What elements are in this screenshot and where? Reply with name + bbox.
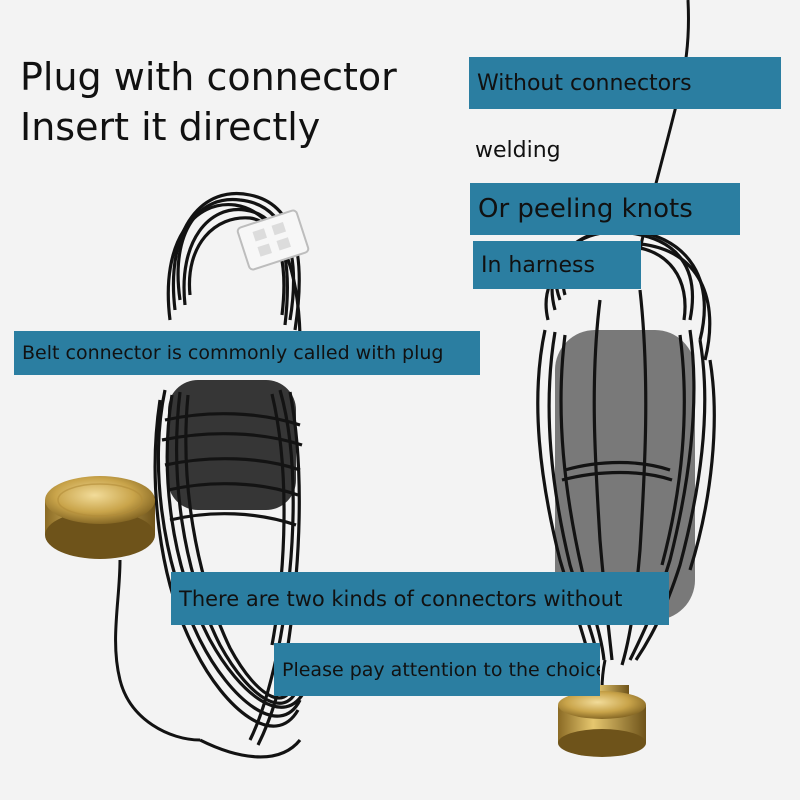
right-cable-bundle-body <box>555 330 695 620</box>
label-belt-connector: Belt connector is commonly called with p… <box>14 331 480 375</box>
label-peeling-knots: Or peeling knots <box>470 183 740 235</box>
heading-plug-with-connector: Plug with connector <box>20 55 397 99</box>
label-two-kinds: There are two kinds of connectors withou… <box>171 572 669 625</box>
label-belt-connector-text: Belt connector is commonly called with p… <box>22 342 444 364</box>
label-peeling-knots-text: Or peeling knots <box>478 194 693 224</box>
label-without-connectors: Without connectors <box>469 57 781 109</box>
heading-insert-directly: Insert it directly <box>20 105 321 149</box>
right-brass-sensor <box>558 659 646 757</box>
left-brass-sensor <box>45 476 201 742</box>
left-cable-bundle-body <box>168 380 296 510</box>
label-pay-attention-text: Please pay attention to the choice <box>282 658 600 681</box>
label-without-connectors-text: Without connectors <box>477 70 692 96</box>
white-plug-connector <box>236 209 310 271</box>
label-pay-attention: Please pay attention to the choice <box>274 643 600 696</box>
label-two-kinds-text: There are two kinds of connectors withou… <box>179 586 623 611</box>
label-in-harness: In harness <box>473 241 641 289</box>
label-in-harness-text: In harness <box>481 252 595 278</box>
label-welding: welding <box>475 138 561 163</box>
